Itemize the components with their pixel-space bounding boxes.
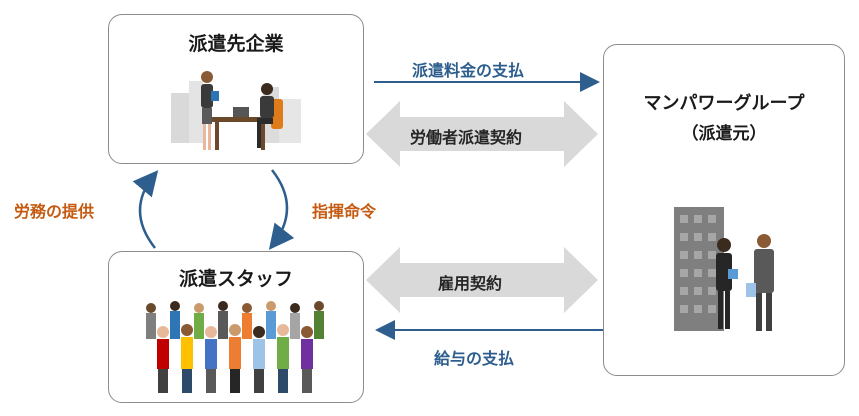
manpower-subtitle: （派遣元） xyxy=(681,124,767,144)
dispatch-contract-label: 労働者派遣契約 xyxy=(410,128,523,147)
client-company-box: 派遣先企業 xyxy=(108,14,364,164)
directions-arrow xyxy=(268,169,295,250)
employment-contract-label: 雇用契約 xyxy=(438,274,503,293)
labor-provision-arrow xyxy=(132,170,159,249)
staff-crowd-illustration xyxy=(146,301,324,393)
manpower-title: マンパワーグループ xyxy=(643,93,805,114)
directions-label: 指揮命令 xyxy=(312,202,377,221)
staff-box: 派遣スタッフ xyxy=(108,251,364,403)
employment-contract-arrow xyxy=(366,247,598,313)
dispatch-contract-arrow xyxy=(366,101,598,167)
manpower-office-illustration xyxy=(674,207,774,331)
manpower-box: マンパワーグループ （派遣元） xyxy=(603,44,845,376)
client-company-title: 派遣先企業 xyxy=(188,33,284,55)
salary-payment-label: 給与の支払 xyxy=(434,349,515,368)
client-office-illustration xyxy=(171,71,301,150)
labor-provision-label: 労務の提供 xyxy=(14,202,95,221)
staff-title: 派遣スタッフ xyxy=(178,268,293,290)
fee-payment-label: 派遣料金の支払 xyxy=(412,61,525,80)
